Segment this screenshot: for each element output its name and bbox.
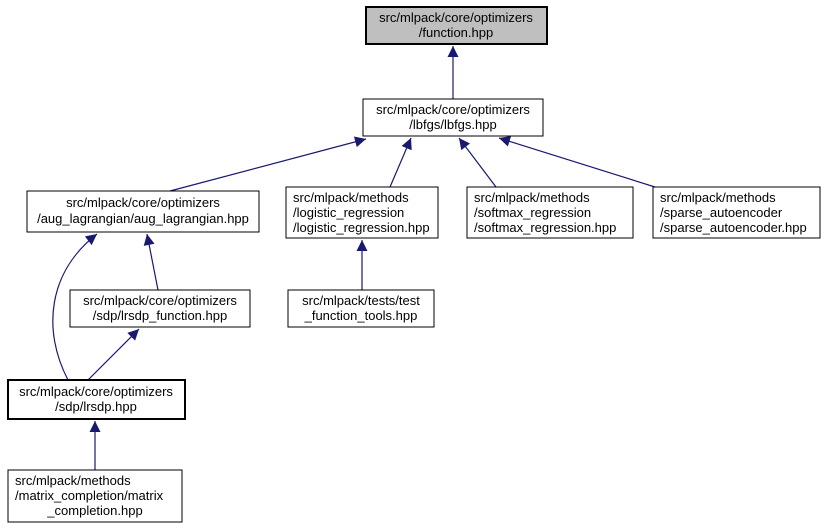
node-box-sparse-autoencoder[interactable] — [652, 186, 821, 239]
node-label: src/mlpack/core/optimizers — [66, 195, 220, 210]
node-label: /lbfgs/lbfgs.hpp — [409, 117, 496, 132]
node-label: /sparse_autoencoder — [660, 205, 783, 220]
edge-sparse-autoencoder-to-lbfgs — [498, 136, 656, 188]
edge-lrsdp-to-aug-lagrangian — [52, 233, 98, 381]
node-label: /sdp/lrsdp_function.hpp — [93, 308, 227, 323]
node-softmax-regression-hpp[interactable]: src/mlpack/methods /softmax_regression /… — [466, 186, 634, 239]
node-test-function-tools-hpp[interactable]: src/mlpack/tests/test _function_tools.hp… — [287, 289, 435, 328]
node-label: _function_tools.hpp — [304, 308, 418, 323]
node-box-lrsdp[interactable] — [7, 379, 186, 420]
node-label: /function.hpp — [419, 25, 493, 40]
node-sparse-autoencoder-hpp[interactable]: src/mlpack/methods /sparse_autoencoder /… — [652, 186, 821, 239]
node-label: /matrix_completion/matrix — [15, 488, 164, 503]
node-box-softmax-regression[interactable] — [466, 186, 634, 239]
node-box-matrix-completion[interactable] — [7, 469, 183, 523]
node-matrix-completion-hpp[interactable]: src/mlpack/methods /matrix_completion/ma… — [7, 469, 183, 523]
node-lrsdp-function-hpp[interactable]: src/mlpack/core/optimizers /sdp/lrsdp_fu… — [69, 289, 251, 328]
node-label: src/mlpack/methods — [474, 190, 590, 205]
node-label: /sparse_autoencoder.hpp — [660, 220, 807, 235]
node-label: src/mlpack/core/optimizers — [19, 384, 173, 399]
node-label: /aug_lagrangian/aug_lagrangian.hpp — [37, 211, 249, 226]
edge-aug-lagrangian-to-lbfgs — [169, 136, 367, 192]
node-lbfgs-hpp[interactable]: src/mlpack/core/optimizers /lbfgs/lbfgs.… — [362, 98, 544, 137]
node-logistic-regression-hpp[interactable]: src/mlpack/methods /logistic_regression … — [285, 186, 439, 239]
edge-lrsdp-to-lrsdp-function — [87, 328, 140, 381]
node-label: src/mlpack/tests/test — [302, 293, 420, 308]
node-label: /sdp/lrsdp.hpp — [55, 399, 137, 414]
edges-layer — [52, 46, 656, 470]
node-label: src/mlpack/core/optimizers — [379, 10, 533, 25]
node-label: src/mlpack/core/optimizers — [376, 102, 530, 117]
node-box-aug-lagrangian[interactable] — [26, 190, 260, 233]
node-box-test-function-tools[interactable] — [287, 289, 435, 328]
node-label: _completion.hpp — [46, 503, 142, 518]
node-box-lrsdp-function[interactable] — [69, 289, 251, 328]
edge-logistic-regression-to-lbfgs — [389, 137, 412, 188]
node-label: /logistic_regression.hpp — [293, 220, 430, 235]
node-label: /logistic_regression — [293, 205, 404, 220]
node-aug-lagrangian-hpp[interactable]: src/mlpack/core/optimizers /aug_lagrangi… — [26, 190, 260, 233]
node-function-hpp: src/mlpack/core/optimizers /function.hpp — [365, 6, 548, 45]
edge-lrsdp-function-to-aug-lagrangian — [143, 233, 159, 291]
node-label: /softmax_regression — [474, 205, 591, 220]
node-label: /softmax_regression.hpp — [474, 220, 616, 235]
node-lrsdp-hpp[interactable]: src/mlpack/core/optimizers /sdp/lrsdp.hp… — [7, 379, 186, 420]
node-label: src/mlpack/methods — [660, 190, 776, 205]
node-box-lbfgs[interactable] — [362, 98, 544, 137]
node-box-function — [365, 6, 548, 45]
node-label: src/mlpack/methods — [293, 190, 409, 205]
edge-softmax-regression-to-lbfgs — [458, 137, 497, 188]
node-box-logistic-regression[interactable] — [285, 186, 439, 239]
node-label: src/mlpack/methods — [15, 473, 131, 488]
node-label: src/mlpack/core/optimizers — [83, 293, 237, 308]
